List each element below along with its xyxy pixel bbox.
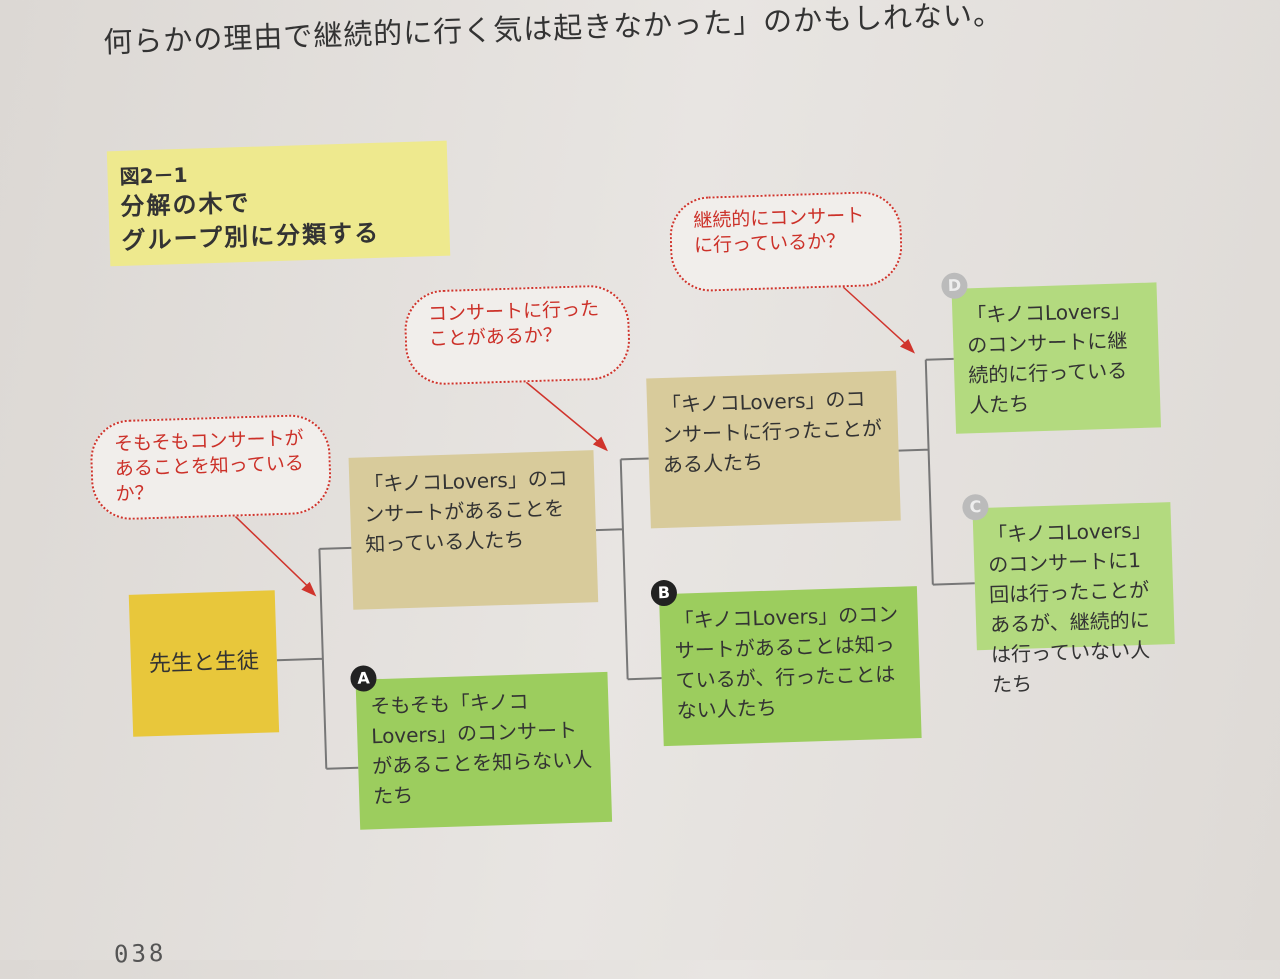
node-d: 「キノコLovers」のコンサートに継続的に行っている人たち — [951, 282, 1161, 434]
node-root: 先生と生徒 — [128, 590, 280, 737]
page-number: 038 — [113, 938, 167, 969]
node-a: そもそも「キノコLovers」のコンサートがあることを知らない人たち — [355, 671, 613, 830]
node-b: 「キノコLovers」のコンサートがあることは知っているが、行ったことはない人た… — [658, 586, 922, 747]
connector-root — [276, 546, 359, 770]
connector-been — [898, 357, 975, 586]
node-been: 「キノコLovers」のコンサートに行ったことがある人たち — [646, 370, 901, 529]
question-bubble-1: そもそもコンサートがあることを知っているか？ — [89, 413, 333, 521]
question-bubble-2: コンサートに行ったことがあるか？ — [403, 284, 632, 387]
node-c: 「キノコLovers」のコンサートに1回は行ったことがあるが、継続的には行ってい… — [972, 502, 1175, 697]
question-bubble-3: 継続的にコンサートに行っているか？ — [668, 190, 904, 293]
connector-know — [595, 457, 662, 681]
node-know: 「キノコLovers」のコンサートがあることを知っている人たち — [348, 450, 599, 610]
